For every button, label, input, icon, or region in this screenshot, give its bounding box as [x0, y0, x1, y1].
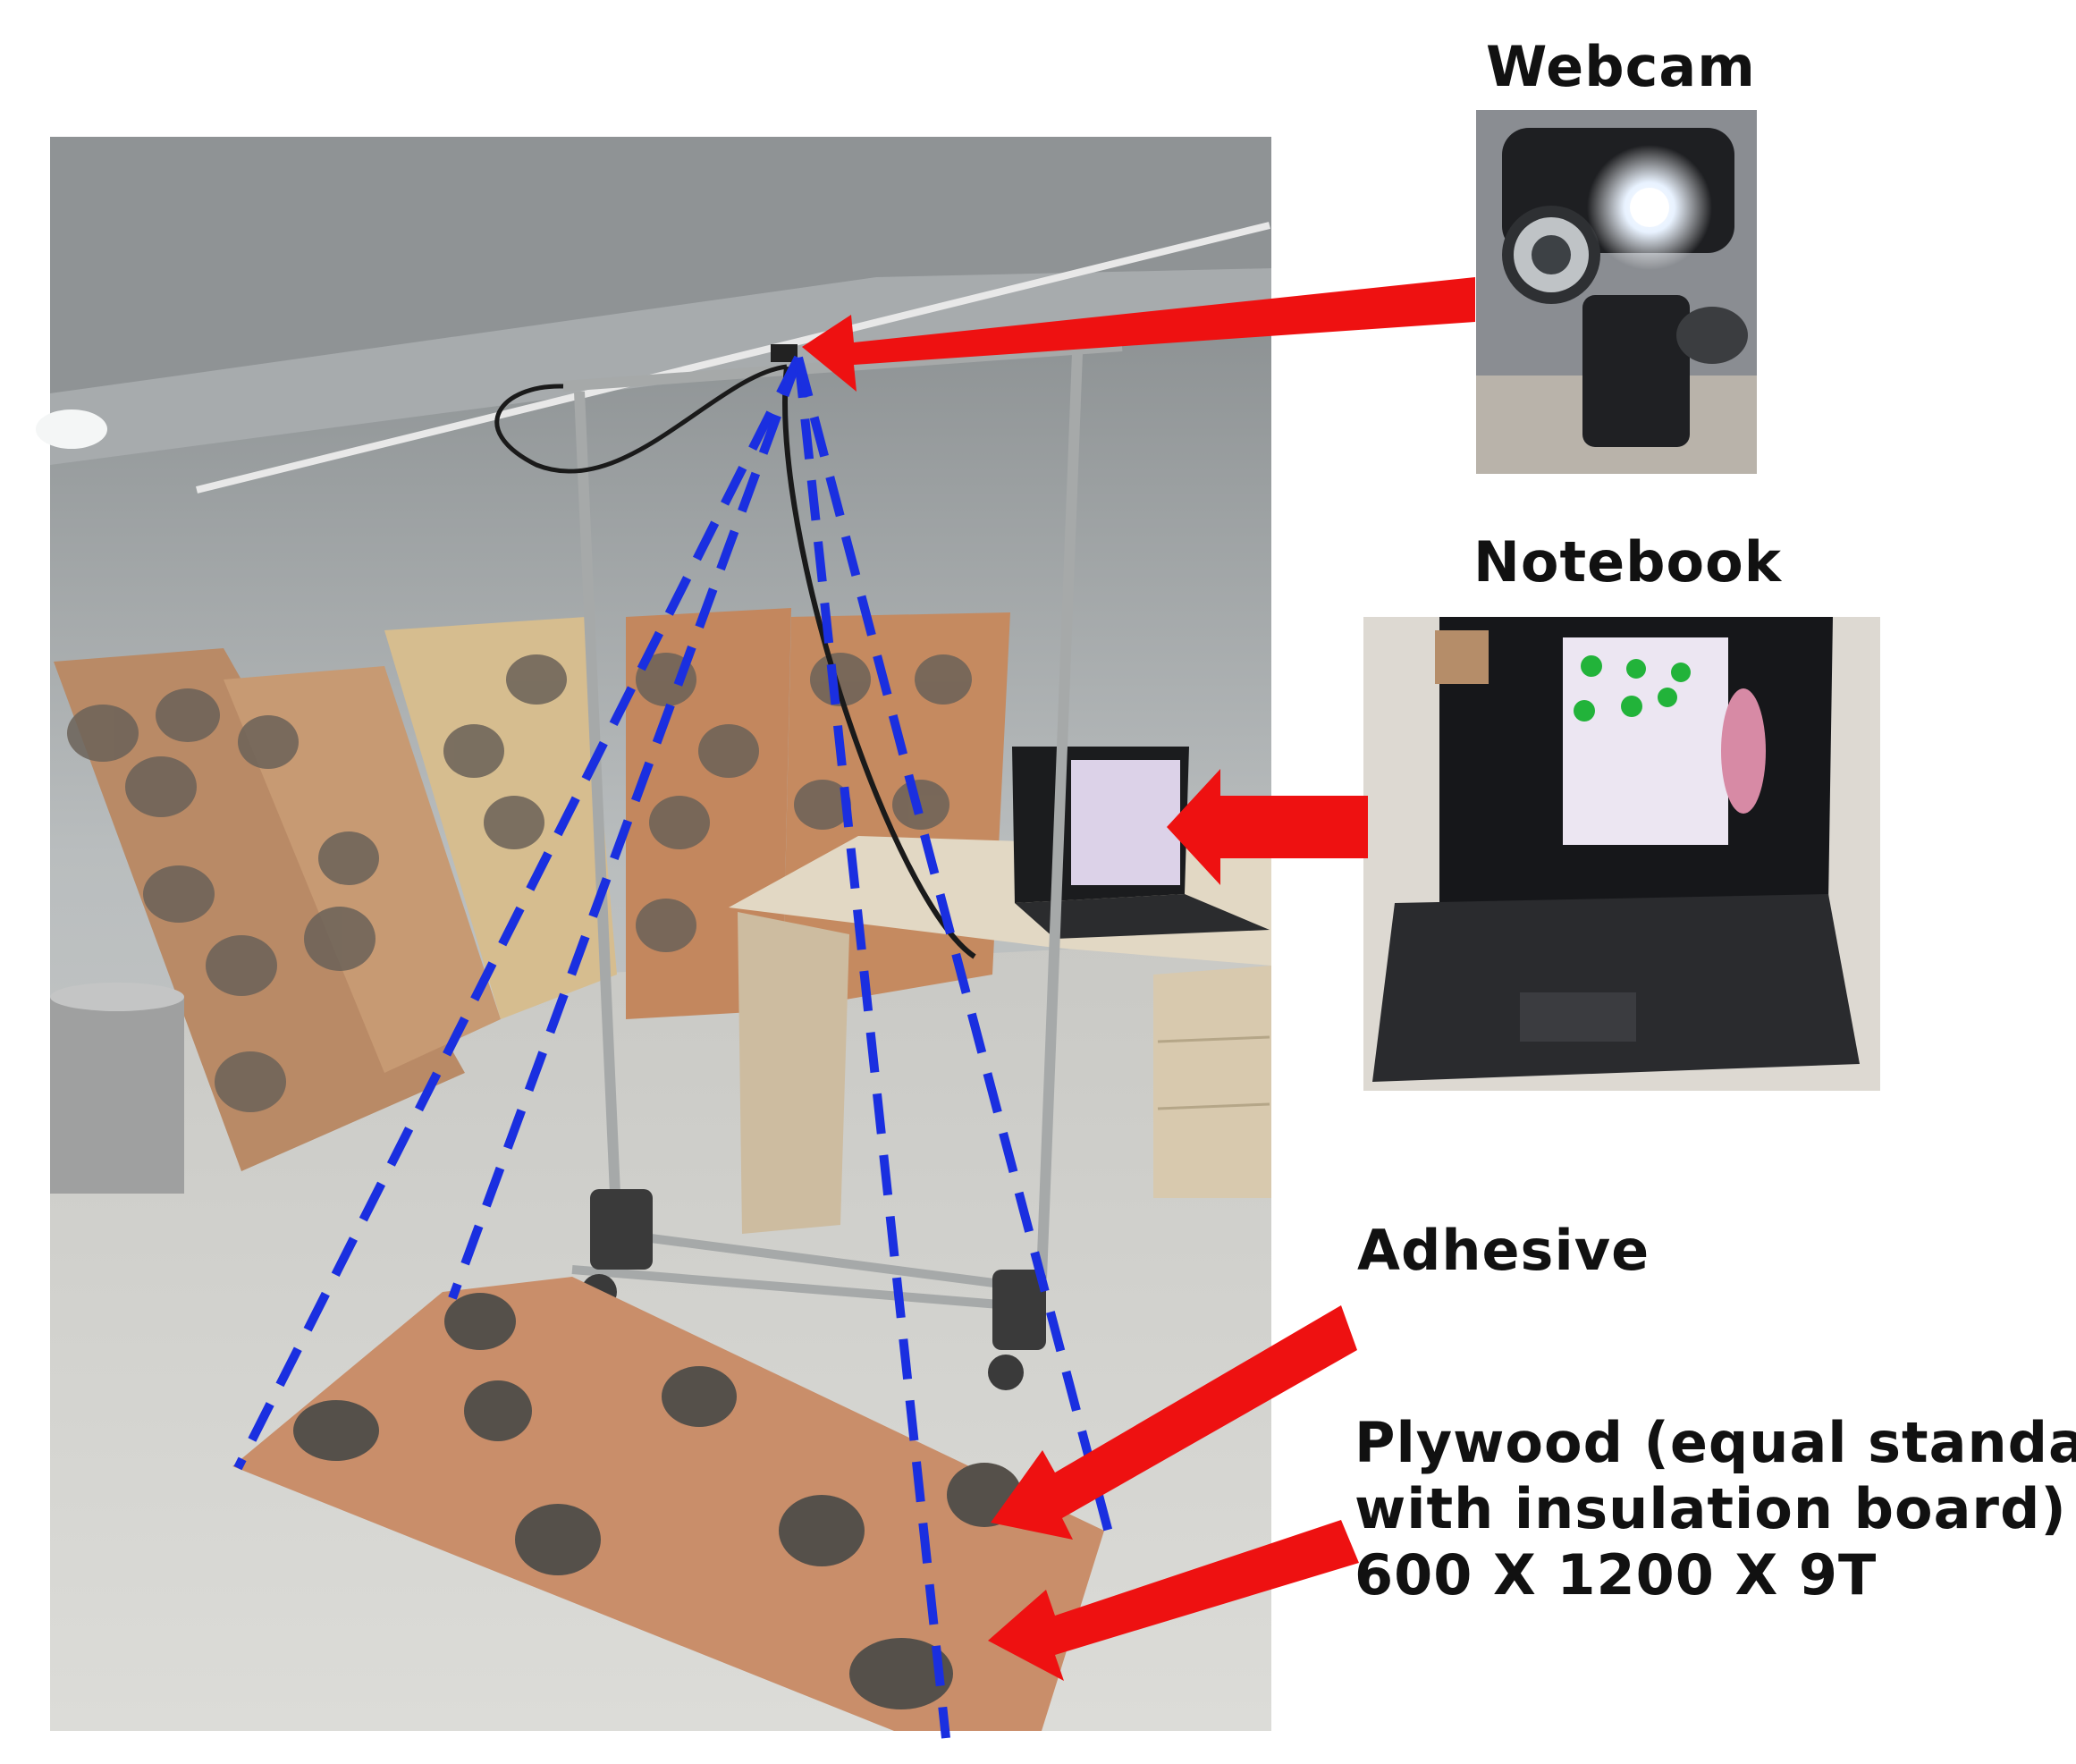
plywood-label-line-3: 600 X 1200 X 9T: [1354, 1542, 1878, 1608]
floor-plywood: [232, 1277, 1104, 1731]
plywood-label-line-2: with insulation board): [1354, 1476, 2067, 1541]
notebook-inset-photo: [1363, 617, 1880, 1091]
webcam-inset-photo: [1476, 110, 1757, 474]
adhesive-label: Adhesive: [1357, 1218, 1650, 1283]
laptop-on-desk: [1012, 747, 1270, 939]
main-photo: [36, 137, 1271, 1739]
bucket: [50, 983, 184, 1194]
camera-view-lines: [233, 355, 1118, 1739]
webcam-on-bar: [771, 344, 797, 362]
arrow-adhesive: [991, 1305, 1357, 1540]
arrow-webcam: [802, 277, 1475, 392]
plywood-label-line-1: Plywood (equal standard: [1354, 1410, 2076, 1475]
notebook-label: Notebook: [1473, 529, 1782, 595]
arrow-plywood: [988, 1520, 1359, 1681]
arrow-notebook: [1167, 769, 1368, 885]
webcam-label: Webcam: [1486, 34, 1756, 99]
plywood-label: Plywood (equal standard with insulation …: [1354, 1410, 2076, 1608]
camera-stand: [562, 341, 1123, 1310]
